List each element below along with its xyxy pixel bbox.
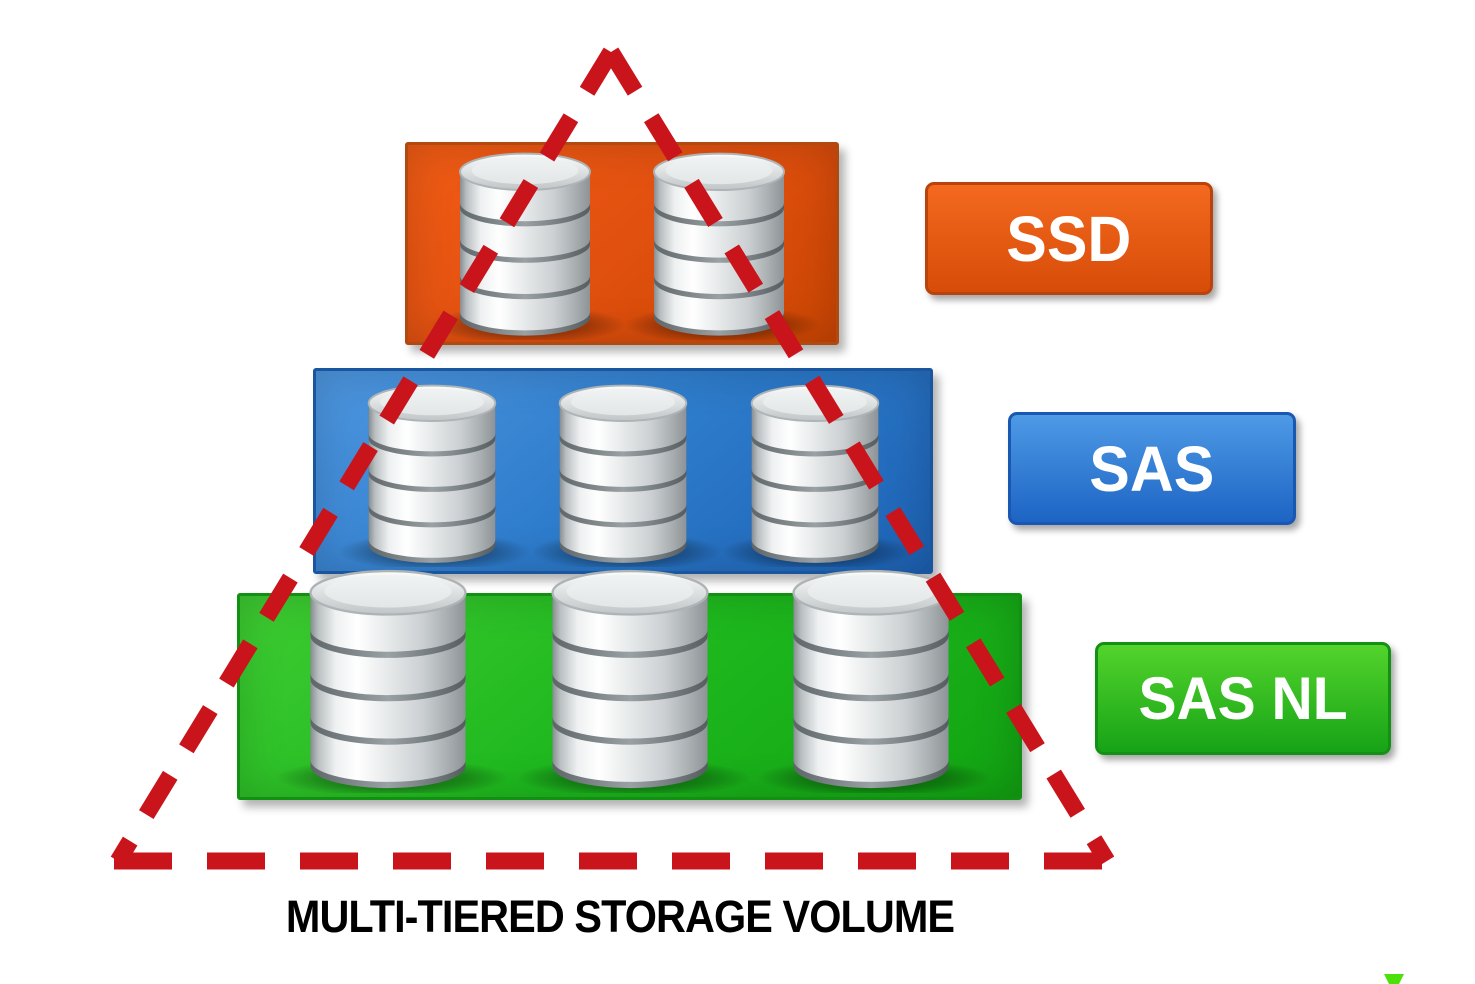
database-icon-graphic: [458, 152, 591, 336]
tier-label-ssd-text: SSD: [1006, 202, 1132, 275]
database-cylinder-icon: [517, 568, 749, 794]
tier-box-sas: [313, 368, 933, 574]
database-cylinder-icon: [759, 568, 990, 794]
database-icon-graphic: [792, 569, 950, 788]
database-icon-graphic: [367, 384, 496, 563]
tier-label-sas-nl: SAS NL: [1095, 642, 1391, 755]
database-icon-graphic: [550, 569, 709, 788]
database-cylinder-icon: [431, 151, 625, 341]
tier-label-ssd: SSD: [925, 182, 1213, 295]
corner-accent-mark: [1384, 974, 1404, 984]
database-icon-graphic: [558, 384, 688, 563]
database-icon-graphic: [750, 384, 879, 563]
diagram-caption: MULTI-TIERED STORAGE VOLUME: [285, 891, 955, 942]
tier-box-ssd: [405, 142, 839, 345]
tier-box-sas-nl: [237, 569, 1022, 800]
database-cylinder-icon: [625, 151, 820, 341]
database-cylinder-icon: [723, 383, 912, 568]
tier-label-sas-text: SAS: [1089, 432, 1215, 505]
database-icon-graphic: [653, 152, 786, 336]
tier-label-sas-nl-text: SAS NL: [1138, 665, 1348, 732]
database-cylinder-icon: [340, 383, 529, 568]
database-cylinder-icon: [276, 568, 508, 794]
database-icon-graphic: [309, 569, 467, 788]
tier-label-sas: SAS: [1008, 412, 1296, 525]
database-cylinder-icon: [531, 383, 721, 568]
